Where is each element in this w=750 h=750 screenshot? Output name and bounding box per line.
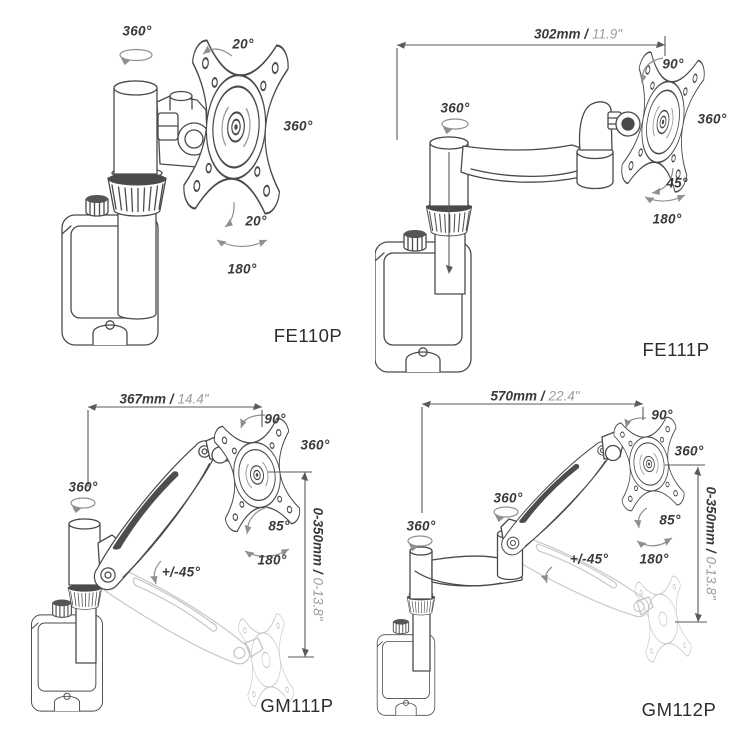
model-label: FE110P — [273, 325, 343, 346]
tilt-up-label: 90° — [264, 411, 286, 427]
panel-gm112p: 570mm /22.4" 90° 360° 360° 360° 85° 180°… — [375, 375, 750, 750]
arm-length-metric: 302mm / — [533, 26, 588, 42]
ribbed-collar-drawing — [67, 581, 103, 610]
ghost-position-drawing — [87, 554, 296, 708]
height-range-metric: 0-350mm / — [703, 486, 719, 553]
elbow-drawing — [576, 151, 614, 190]
rotation-label: 360° — [283, 118, 313, 134]
ribbed-collar-drawing — [107, 167, 167, 217]
angle-arrows — [440, 57, 687, 205]
vesa-plate-drawing — [612, 415, 686, 513]
tilt-up-label: 20° — [232, 36, 254, 52]
swivel-label: 180° — [227, 261, 257, 277]
height-range-dimension: 0-350mm / 0-13.8" — [704, 486, 719, 599]
ghost-position-drawing — [494, 524, 694, 664]
thumbscrew-drawing — [403, 229, 427, 252]
arm-length-imperial: 22.4" — [548, 388, 580, 404]
rotation-label: 360° — [697, 111, 727, 127]
model-label: GM111P — [260, 695, 334, 716]
mid-swivel-label: 360° — [493, 490, 523, 506]
panel-fe111p: 302mm /11.9" 90° 360° 360° 45° 180° FE11… — [375, 0, 750, 375]
arm-length-dimension: 570mm /22.4" — [490, 389, 579, 404]
tilt-up-label: 90° — [651, 407, 673, 423]
vesa-plate-drawing — [211, 416, 303, 534]
base-swivel-label: 360° — [122, 23, 152, 39]
arm-length-metric: 367mm / — [119, 391, 174, 407]
rotation-label: 360° — [300, 437, 330, 453]
height-range-metric: 0-350mm / — [310, 507, 326, 574]
height-range-imperial: 0-13.8" — [310, 577, 326, 621]
gm111p-line-art — [30, 403, 314, 712]
tilt-down-label: 20° — [245, 213, 267, 229]
arm-tilt-label: +/-45° — [569, 551, 609, 567]
dimension-lines — [421, 400, 707, 623]
gm112p-line-art — [376, 400, 707, 716]
model-label: GM112P — [641, 699, 717, 720]
swivel-label: 180° — [639, 551, 669, 567]
tilt-down-label: 85° — [268, 518, 290, 534]
arm-tilt-label: +/-45° — [161, 564, 201, 580]
arm-length-imperial: 14.4" — [177, 391, 209, 407]
tilt-down-label: 85° — [659, 512, 681, 528]
height-range-imperial: 0-13.8" — [703, 556, 719, 600]
arm-length-dimension: 367mm /14.4" — [119, 392, 208, 407]
thumbscrew-drawing — [52, 598, 72, 618]
arm-length-dimension: 302mm /11.9" — [534, 27, 622, 42]
panel-gm111p: 367mm /14.4" 90° 360° 360° 85° 180° +/-4… — [0, 375, 375, 750]
panel-fe110p: 360° 20° 360° 20° 180° FE110P — [0, 0, 375, 375]
tilt-down-label: 45° — [666, 175, 688, 191]
fe111p-line-art — [375, 36, 708, 373]
tilt-up-label: 90° — [662, 56, 684, 72]
arm-length-imperial: 11.9" — [591, 26, 623, 42]
base-swivel-label: 360° — [68, 479, 98, 495]
dimension-lines — [87, 403, 314, 658]
model-label: FE111P — [642, 339, 710, 360]
thumbscrew-drawing — [392, 618, 410, 635]
height-range-dimension: 0-350mm / 0-13.8" — [311, 507, 326, 620]
arm-length-metric: 570mm / — [490, 388, 545, 404]
thumbscrew-drawing — [85, 194, 109, 217]
base-swivel-label: 360° — [440, 100, 470, 116]
rotation-label: 360° — [674, 443, 704, 459]
base-swivel-label: 360° — [406, 518, 436, 534]
angle-arrows — [118, 45, 269, 248]
fe110p-line-art — [61, 38, 291, 346]
dimension-lines — [396, 36, 666, 274]
swivel-label: 180° — [257, 552, 287, 568]
swivel-label: 180° — [652, 211, 682, 227]
